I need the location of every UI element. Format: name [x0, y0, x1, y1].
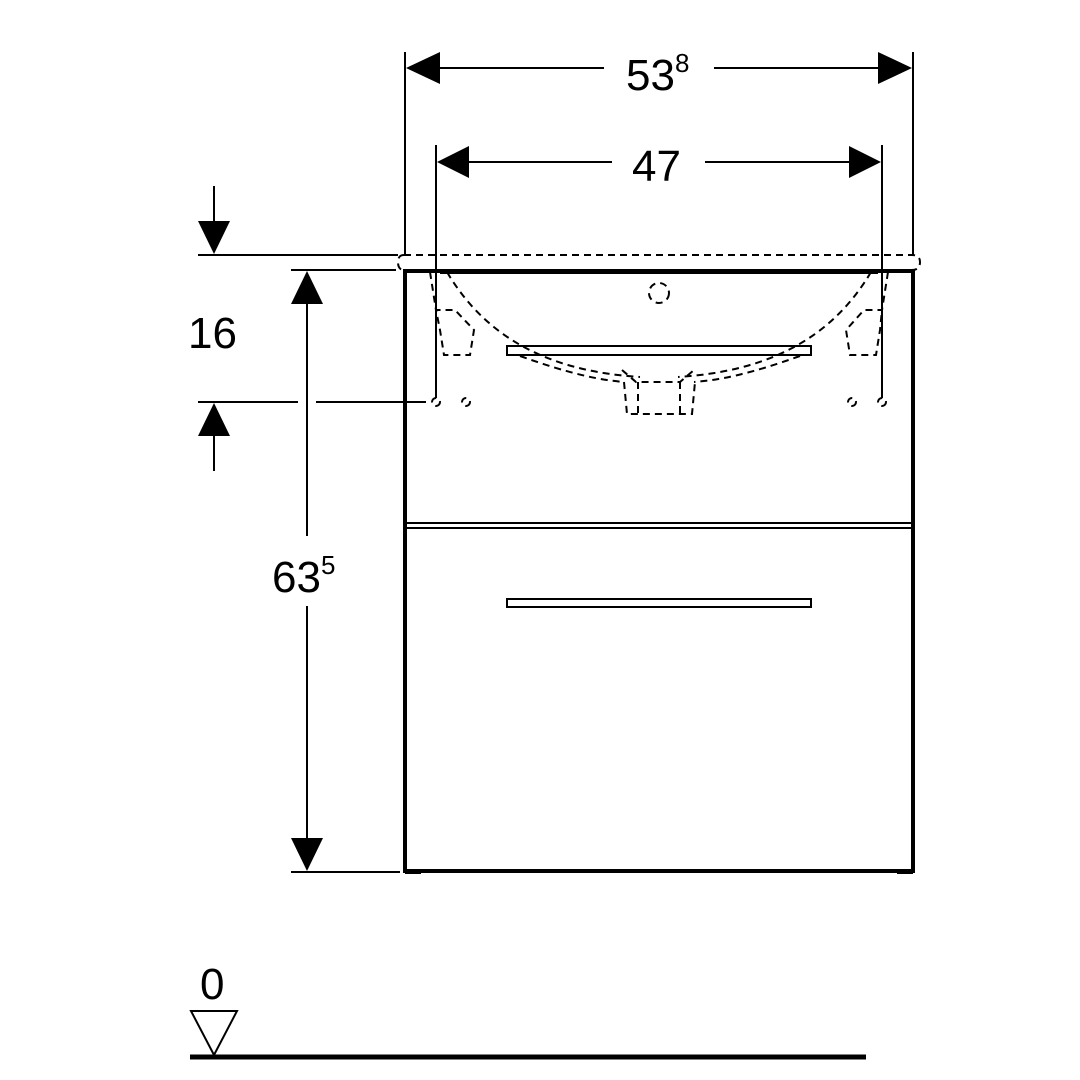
basin-bowl-left [446, 271, 641, 378]
drain-outlet [623, 381, 696, 415]
fixing-bolt-right-outer [877, 397, 887, 407]
upper-drawer-handle [506, 345, 812, 356]
vanity-cabinet [403, 269, 915, 874]
cabinet-outline [403, 269, 915, 873]
fixing-bolt-left-inner [461, 397, 471, 407]
washbasin-outline [396, 254, 922, 415]
floor-level-label: 0 [200, 960, 224, 1009]
cabinet-height-dimension: 635 [272, 269, 400, 873]
arrow-down-icon [198, 221, 230, 254]
arrow-right-icon [849, 146, 881, 178]
basin-bowl-right [677, 271, 872, 378]
level-triangle-icon [189, 1010, 239, 1058]
arrow-left-icon [437, 146, 469, 178]
fixing-bolt-right-inner [847, 397, 857, 407]
basin-height-dimension: 16 [188, 186, 426, 471]
overflow-hole [648, 282, 670, 304]
overall-width-dimension: 538 [404, 48, 914, 255]
floor-level-marker: 0 [189, 960, 866, 1060]
arrow-right-icon [878, 52, 912, 84]
drain-collar [621, 369, 695, 383]
cabinet-height-label: 635 [272, 550, 335, 602]
arrow-left-icon [406, 52, 440, 84]
basin-support-right [844, 271, 889, 356]
basin-underside-right [693, 355, 801, 383]
arrow-up-icon [198, 403, 230, 436]
basin-support-left [429, 271, 476, 356]
basin-height-label: 16 [188, 309, 237, 358]
basin-width-label: 47 [632, 142, 681, 191]
basin-underside-left [519, 355, 625, 383]
lower-drawer-handle [506, 598, 812, 608]
overall-width-label: 538 [626, 48, 689, 100]
basin-rim [396, 254, 922, 271]
arrow-down-icon [291, 838, 323, 871]
arrow-up-icon [291, 271, 323, 304]
fixing-bolt-left-outer [431, 397, 441, 407]
